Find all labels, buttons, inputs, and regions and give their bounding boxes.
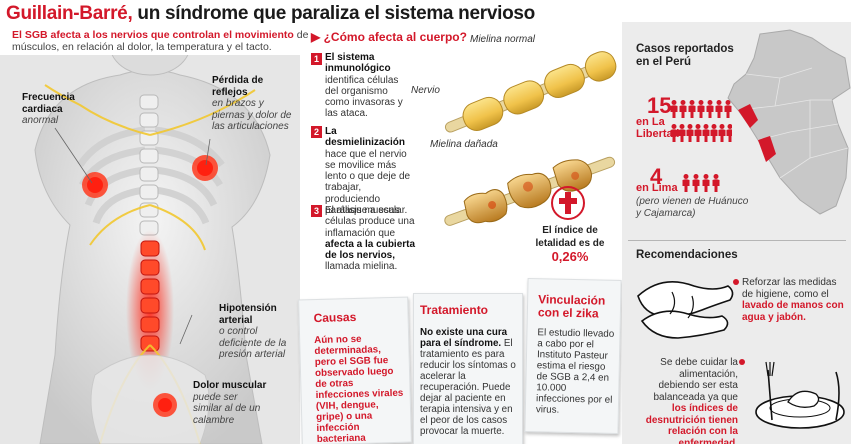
people-icons-libertad (670, 100, 732, 142)
lima-label: en Lima (636, 182, 678, 194)
lethality-block: El índice de letalidad es de 0,26% (535, 225, 605, 264)
nerve-illustration (444, 51, 617, 226)
recommendations-heading: Recomendaciones (636, 249, 738, 261)
divider (628, 240, 846, 241)
person-icon (710, 124, 718, 142)
person-icon (712, 174, 720, 192)
person-icon (670, 100, 678, 118)
person-icon (678, 124, 686, 142)
label-myelin-damaged: Mielina dañada (430, 139, 498, 150)
lima-count: 4 (650, 164, 663, 189)
person-icon (726, 124, 732, 142)
person-icon (697, 100, 705, 118)
people-icons-lima (682, 174, 720, 192)
step-1-text: El sistema inmunológico identifica célul… (325, 52, 403, 120)
peru-map (727, 29, 851, 215)
person-icon (724, 100, 732, 118)
page-title: Guillain-Barré, un síndrome que paraliza… (6, 3, 535, 24)
person-icon (688, 100, 696, 118)
hygiene-text: Reforzar las medidas de higiene, como el… (742, 277, 844, 323)
body-illustration (0, 55, 300, 444)
causes-note: Causas Aún no se determinadas, pero el S… (298, 296, 412, 444)
effects-heading: ▶ ¿Cómo afecta al cuerpo? (311, 30, 467, 44)
peru-heading: Casos reportados en el Perú (636, 43, 734, 68)
person-icon (679, 100, 687, 118)
libertad-count: 15 (647, 93, 672, 118)
step-3-number: 3 (311, 205, 322, 217)
person-icon (702, 124, 710, 142)
region-la-libertad (738, 104, 758, 128)
step-2-number: 2 (311, 126, 322, 138)
region-lima (758, 136, 776, 162)
hands-illustration (637, 279, 739, 339)
lead-text: El SGB afecta a los nervios que controla… (12, 29, 309, 53)
person-icon (718, 124, 726, 142)
step-3-text: El ataque a esas células produce una inf… (325, 205, 416, 273)
person-icon (702, 174, 710, 192)
treatment-note: Tratamiento No existe una cura para el s… (413, 293, 523, 444)
cross-icon (551, 186, 585, 220)
step-2-text: La desmielinización hace que el nervio s… (325, 126, 411, 217)
lima-note: (pero vienen de Huánuco y Cajamarca) (636, 196, 749, 219)
person-icon (670, 124, 678, 142)
label-myelin-normal: Mielina normal (470, 34, 536, 45)
person-icon (694, 124, 702, 142)
label-nerve: Nervio (411, 85, 440, 96)
person-icon (706, 100, 714, 118)
person-icon (686, 124, 694, 142)
food-text: Se debe cuidar la alimentación, debiendo… (645, 357, 738, 444)
food-plate-illustration (739, 359, 845, 429)
libertad-label: en La Libertad (636, 116, 680, 140)
step-1-number: 1 (311, 53, 322, 65)
person-icon (715, 100, 723, 118)
person-icon (692, 174, 700, 192)
person-icon (682, 174, 690, 192)
zika-note: Vinculación con el zika El estudio lleva… (524, 278, 622, 434)
